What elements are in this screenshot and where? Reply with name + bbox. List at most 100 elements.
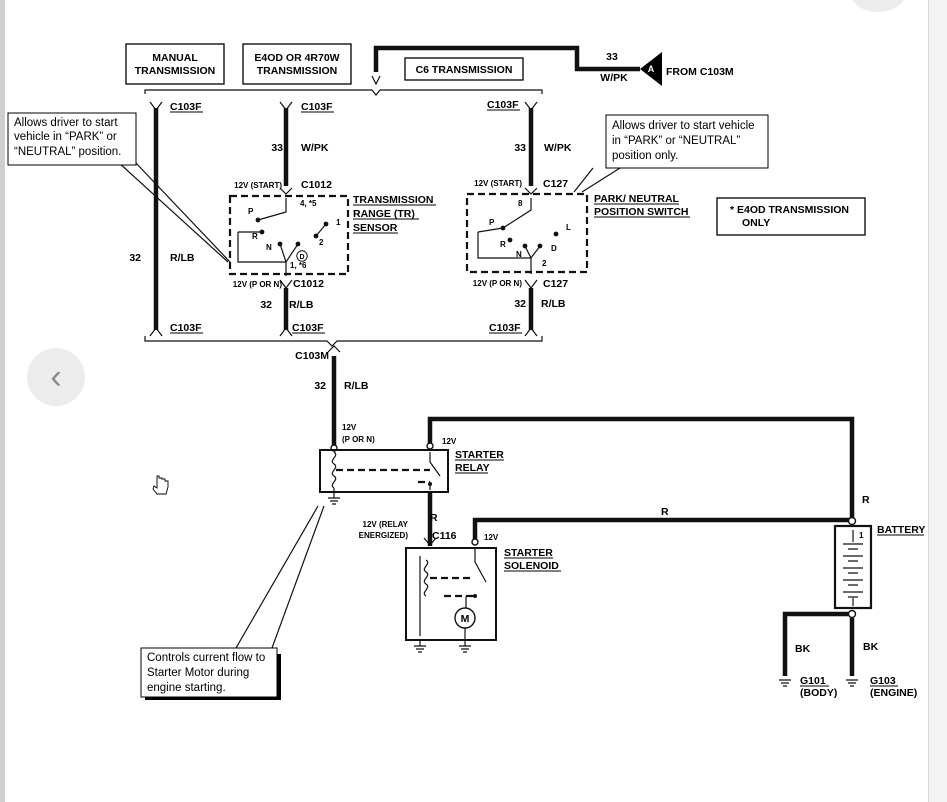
hand-cursor-icon bbox=[152, 475, 169, 495]
svg-text:E4OD OR 4R70W: E4OD OR 4R70W bbox=[254, 52, 339, 64]
svg-text:N: N bbox=[516, 250, 522, 259]
svg-text:4, *5: 4, *5 bbox=[300, 199, 317, 208]
svg-text:12V: 12V bbox=[342, 423, 357, 432]
svg-text:BATTERY: BATTERY bbox=[877, 524, 925, 536]
svg-text:(ENGINE): (ENGINE) bbox=[870, 687, 917, 699]
svg-text:R: R bbox=[430, 512, 438, 524]
window-edge bbox=[0, 0, 5, 802]
svg-text:C127: C127 bbox=[543, 278, 568, 290]
svg-text:BK: BK bbox=[863, 641, 879, 653]
svg-text:FROM C103M: FROM C103M bbox=[666, 66, 734, 78]
svg-text:1, *6: 1, *6 bbox=[290, 261, 307, 270]
svg-text:12V (P OR N): 12V (P OR N) bbox=[233, 280, 283, 289]
svg-text:C1012: C1012 bbox=[293, 278, 324, 290]
svg-text:D: D bbox=[551, 244, 557, 253]
svg-text:* E4OD TRANSMISSION: * E4OD TRANSMISSION bbox=[730, 204, 849, 216]
svg-text:R: R bbox=[862, 494, 870, 506]
c6-transmission-header: C6 TRANSMISSION bbox=[404, 57, 524, 81]
svg-text:STARTER: STARTER bbox=[455, 449, 504, 461]
svg-text:RELAY: RELAY bbox=[455, 462, 490, 474]
svg-text:“NEUTRAL” position.: “NEUTRAL” position. bbox=[14, 146, 121, 158]
svg-text:32: 32 bbox=[260, 299, 272, 311]
svg-text:PARK/ NEUTRAL: PARK/ NEUTRAL bbox=[594, 193, 680, 205]
svg-text:G101: G101 bbox=[800, 675, 826, 687]
svg-text:12V (RELAY: 12V (RELAY bbox=[363, 520, 409, 529]
svg-text:C116: C116 bbox=[432, 530, 457, 542]
battery: 1 BATTERY bbox=[833, 516, 925, 619]
pn-switch-box bbox=[465, 192, 589, 274]
svg-text:12V (P OR N): 12V (P OR N) bbox=[473, 279, 523, 288]
svg-text:N: N bbox=[266, 243, 272, 252]
svg-text:(P OR N): (P OR N) bbox=[342, 435, 375, 444]
svg-text:R: R bbox=[252, 232, 258, 241]
svg-text:C1012: C1012 bbox=[301, 179, 332, 191]
svg-text:P: P bbox=[489, 218, 495, 227]
starter-relay-circuit: C103M 32 R/LB 12V (P OR N) 12V STARTER R… bbox=[295, 345, 504, 505]
svg-text:R/LB: R/LB bbox=[344, 380, 369, 392]
svg-text:12V (START): 12V (START) bbox=[234, 181, 282, 190]
svg-text:R/LB: R/LB bbox=[541, 298, 566, 310]
input-wire-33: A 33 W/PK FROM C103M bbox=[371, 45, 734, 86]
svg-text:C103F: C103F bbox=[301, 101, 333, 113]
solenoid-battery-wire bbox=[472, 517, 852, 540]
svg-text:vehicle in “PARK” or: vehicle in “PARK” or bbox=[14, 131, 117, 143]
svg-text:L: L bbox=[566, 223, 571, 232]
svg-text:C103F: C103F bbox=[487, 99, 519, 111]
svg-text:W/PK: W/PK bbox=[301, 142, 329, 154]
top-nav-button[interactable] bbox=[850, 0, 906, 12]
svg-text:C127: C127 bbox=[543, 178, 568, 190]
svg-text:ENERGIZED): ENERGIZED) bbox=[359, 531, 409, 540]
svg-text:SENSOR: SENSOR bbox=[353, 222, 398, 234]
chevron-left-icon: ‹ bbox=[50, 357, 62, 396]
note-left: Allows driver to start vehicle in “PARK”… bbox=[7, 112, 231, 263]
svg-text:32: 32 bbox=[314, 380, 326, 392]
svg-text:1: 1 bbox=[859, 531, 864, 540]
svg-text:C103F: C103F bbox=[170, 101, 202, 113]
svg-text:(BODY): (BODY) bbox=[800, 687, 837, 699]
previous-image-button[interactable]: ‹ bbox=[27, 348, 85, 406]
svg-text:C6 TRANSMISSION: C6 TRANSMISSION bbox=[416, 64, 513, 76]
relay-battery-wire bbox=[427, 416, 855, 518]
svg-text:R: R bbox=[661, 506, 669, 518]
svg-text:M: M bbox=[461, 613, 470, 625]
svg-text:1: 1 bbox=[336, 218, 341, 227]
svg-text:32: 32 bbox=[129, 252, 141, 264]
svg-text:SOLENOID: SOLENOID bbox=[504, 560, 559, 572]
tr-sensor-box bbox=[228, 194, 350, 276]
svg-text:C103F: C103F bbox=[170, 322, 202, 334]
svg-text:Allows driver to start vehicle: Allows driver to start vehicle bbox=[612, 120, 755, 132]
svg-text:32: 32 bbox=[514, 298, 526, 310]
svg-text:R/LB: R/LB bbox=[289, 299, 314, 311]
svg-text:TRANSMISSION: TRANSMISSION bbox=[257, 65, 338, 77]
starter-solenoid-circuit: R 12V (RELAY ENERGIZED) C116 M STARTER S… bbox=[359, 493, 561, 653]
svg-text:R: R bbox=[500, 240, 506, 249]
svg-text:12V: 12V bbox=[484, 533, 499, 542]
tr-sensor-circuit: C103F 33 W/PK 12V (START) C1012 4, *5 P … bbox=[228, 101, 436, 337]
pn-switch-circuit: C103F 33 W/PK 12V (START) C127 8 P R N D… bbox=[465, 99, 690, 337]
svg-text:Starter Motor during: Starter Motor during bbox=[147, 667, 249, 679]
svg-text:R/LB: R/LB bbox=[170, 252, 195, 264]
svg-text:W/PK: W/PK bbox=[600, 72, 628, 84]
svg-text:A: A bbox=[648, 64, 655, 74]
svg-text:Controls current flow to: Controls current flow to bbox=[147, 652, 265, 664]
note-bottom: Controls current flow to Starter Motor d… bbox=[140, 505, 325, 700]
svg-text:engine starting.: engine starting. bbox=[147, 682, 226, 694]
scrollbar[interactable] bbox=[928, 0, 947, 802]
manual-transmission-header: MANUAL TRANSMISSION bbox=[125, 43, 225, 85]
manual-jumper-wire: C103F 32 R/LB C103F bbox=[129, 101, 203, 337]
svg-text:33: 33 bbox=[271, 142, 283, 154]
svg-text:MANUAL: MANUAL bbox=[152, 52, 198, 64]
svg-text:C103F: C103F bbox=[489, 322, 521, 334]
svg-text:ONLY: ONLY bbox=[742, 217, 770, 229]
svg-text:8: 8 bbox=[518, 199, 523, 208]
svg-text:W/PK: W/PK bbox=[544, 142, 572, 154]
svg-text:G103: G103 bbox=[870, 675, 896, 687]
ground-circuit: BK BK G101 (BODY) G103 (ENGINE) bbox=[779, 611, 917, 699]
svg-text:RANGE (TR): RANGE (TR) bbox=[353, 208, 415, 220]
svg-text:33: 33 bbox=[606, 51, 618, 63]
svg-text:33: 33 bbox=[514, 142, 526, 154]
svg-text:P: P bbox=[248, 207, 254, 216]
svg-text:Allows driver to start: Allows driver to start bbox=[14, 117, 118, 129]
svg-text:POSITION SWITCH: POSITION SWITCH bbox=[594, 206, 689, 218]
svg-text:2: 2 bbox=[319, 238, 324, 247]
